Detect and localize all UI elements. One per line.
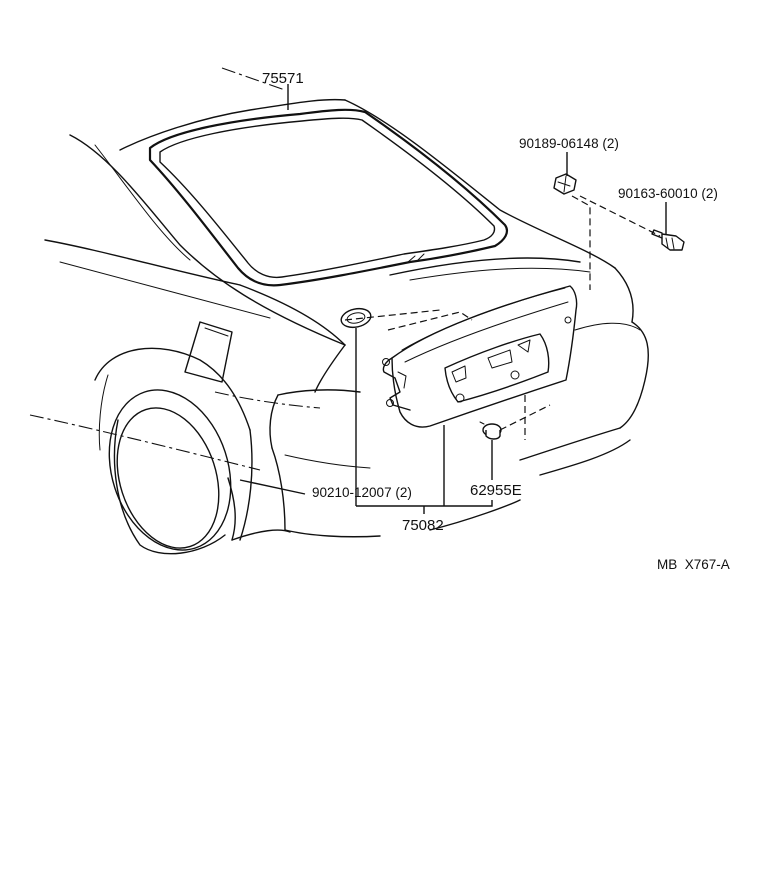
label-screw-upper: 90189-06148 (2) (519, 136, 619, 151)
license-garnish-icon (382, 285, 578, 428)
back-window-weatherstrip-icon (148, 108, 509, 287)
label-screw-right: 90163-60010 (2) (618, 186, 718, 201)
car-body-icon (29, 98, 649, 555)
screw-upper-icon (553, 173, 577, 195)
label-grommet: 90210-12007 (2) (312, 485, 412, 500)
clip-icon (479, 421, 502, 440)
assembly-lines (221, 67, 661, 440)
label-clip: 62955E (470, 482, 522, 499)
diagram-code: MB X767-A (657, 557, 730, 572)
screw-right-icon (651, 229, 685, 251)
label-license-garnish: 75082 (402, 517, 444, 534)
leader-lines (239, 84, 667, 514)
label-back-window-weatherstrip: 75571 (262, 70, 304, 87)
